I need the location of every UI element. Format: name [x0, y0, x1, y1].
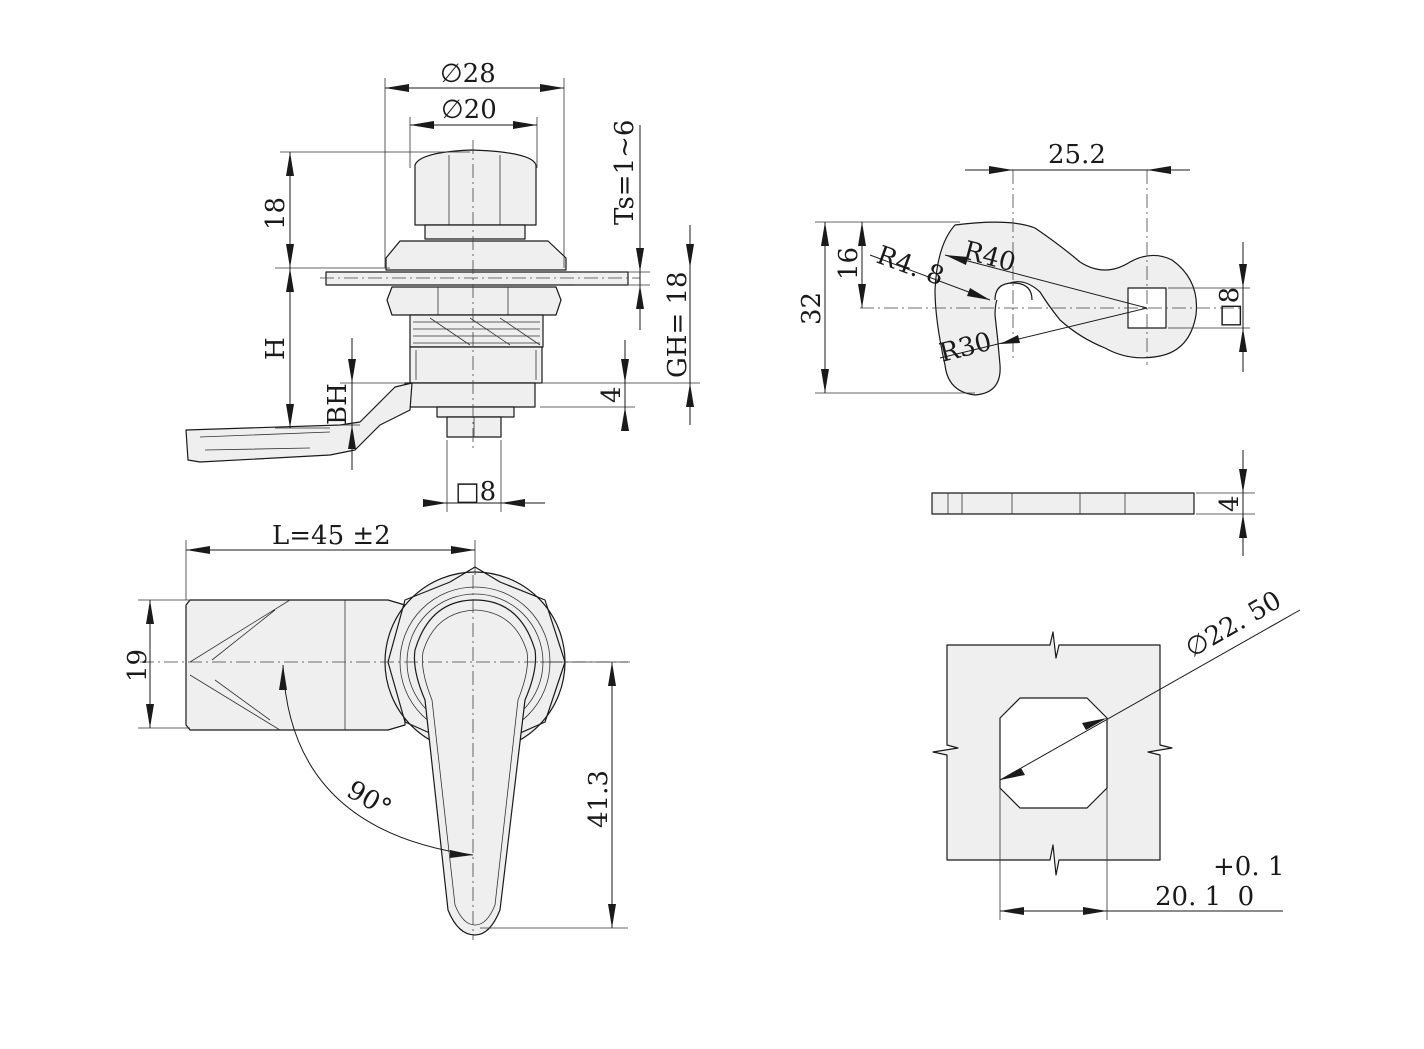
dim-height-top: 18: [261, 197, 291, 230]
dim-r48: R4. 8: [873, 240, 948, 292]
top-view: L=45 ±2 19 90° 41.3: [123, 521, 630, 940]
dim-length: L=45 ±2: [272, 521, 391, 551]
dim-square-shaft: □8: [455, 477, 496, 507]
dim-cam-span: 25.2: [1048, 140, 1106, 170]
dim-width: 19: [123, 649, 153, 682]
dim-cam-thickness: 4: [1215, 495, 1245, 512]
dim-ts: Ts=1~6: [610, 120, 640, 225]
hex-nut: [386, 286, 562, 316]
dim-angle: 90°: [342, 775, 397, 824]
lock-knob: [414, 149, 537, 226]
cutout-view: ∅22. 50 +0. 1 20. 1 0: [932, 585, 1301, 920]
dim-handle-length: 41.3: [584, 770, 614, 828]
cutout-hole: [999, 697, 1108, 809]
front-view: ∅28 ∅20 18 H BH Ts=1~6 GH= 18: [185, 59, 700, 512]
lock-collar: [385, 240, 567, 271]
cam-plate: [934, 221, 1198, 396]
threaded-body: [409, 314, 544, 348]
dim-bh: BH: [323, 383, 353, 425]
cam-side-view: 4: [931, 450, 1255, 556]
dim-cam-half: 16: [834, 247, 864, 280]
dim-dia-inner: ∅20: [441, 95, 497, 125]
handle-grip: [185, 599, 406, 731]
dim-cam-square: □8: [1215, 287, 1245, 328]
handle-arm: [185, 382, 413, 463]
lever-handle: [413, 599, 537, 936]
panel-flange: [325, 271, 629, 286]
dim-dia-outer: ∅28: [440, 59, 496, 89]
cam-side-plate: [931, 492, 1195, 515]
dim-h: H: [261, 337, 291, 360]
square-shaft: [436, 406, 515, 418]
dim-cutout-tolerance: +0. 1: [1213, 852, 1284, 882]
dim-4: 4: [597, 386, 627, 403]
cam-view: 25.2 32 16 R40 R4. 8 R30 □8: [797, 140, 1250, 396]
dim-cutout-diameter: ∅22. 50: [1181, 585, 1287, 664]
dim-cutout-width: 20. 1 0: [1155, 882, 1254, 912]
dim-cam-height: 32: [797, 292, 827, 325]
dim-gh: GH= 18: [663, 271, 693, 378]
